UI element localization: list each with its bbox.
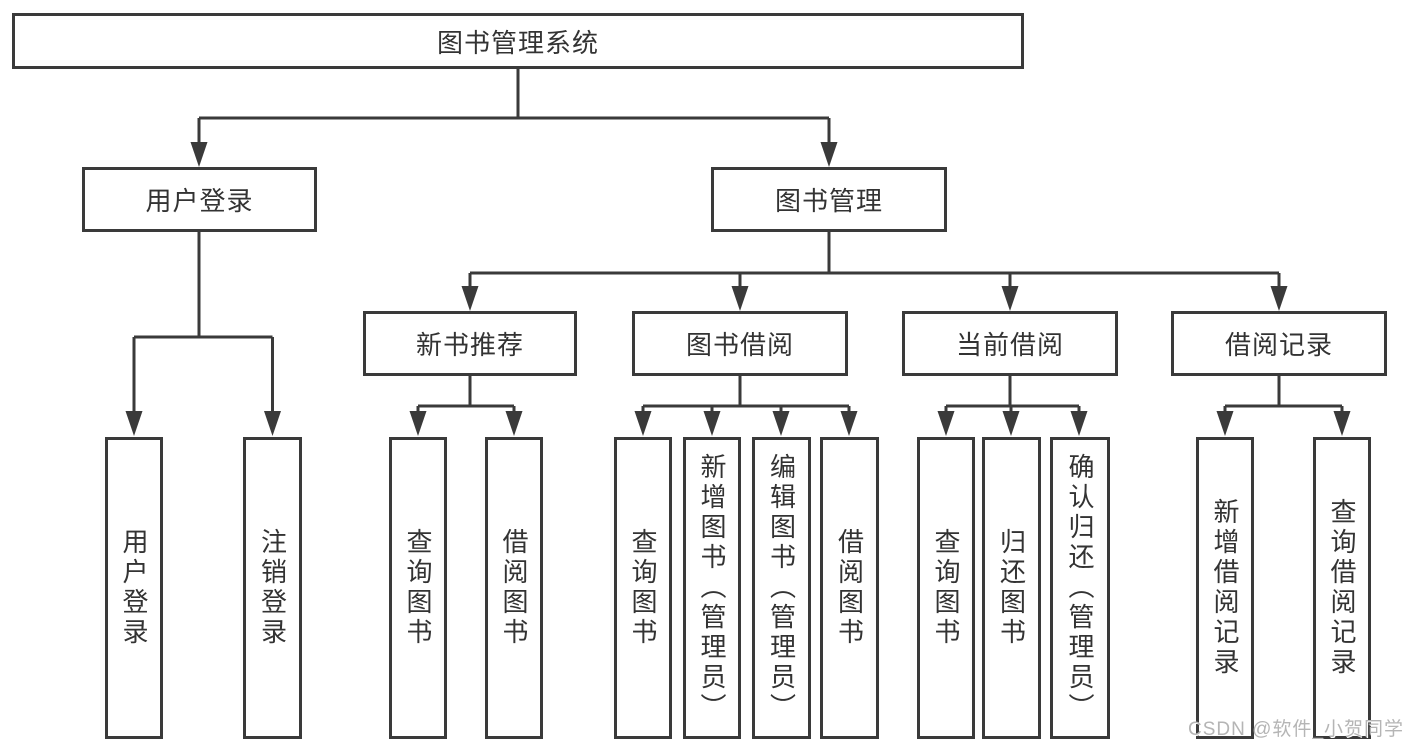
node-label: 借阅记录 <box>1224 330 1333 360</box>
leaf-query-books-current: 查询图书 <box>917 437 975 739</box>
node-current-borrowing: 当前借阅 <box>902 311 1118 376</box>
arrowheads <box>125 142 1351 436</box>
leaf-query-books-recommend: 查询图书 <box>389 437 447 739</box>
leaf-add-books-admin: 新增图书（管理员） <box>683 437 741 739</box>
node-user-login: 用户登录 <box>82 167 317 232</box>
node-book-borrowing: 图书借阅 <box>632 311 848 376</box>
node-label: 图书管理 <box>774 186 883 216</box>
leaf-return-books: 归还图书 <box>982 437 1041 739</box>
node-label: 图书借阅 <box>685 330 794 360</box>
leaf-borrow-books-recommend: 借阅图书 <box>485 437 543 739</box>
leaf-label: 查询图书 <box>403 528 433 648</box>
node-label: 用户登录 <box>145 186 254 216</box>
leaf-user-login: 用户登录 <box>105 437 163 739</box>
leaf-label: 查询借阅记录 <box>1327 498 1357 678</box>
leaf-label: 编辑图书（管理员） <box>766 453 797 723</box>
node-label: 当前借阅 <box>955 330 1064 360</box>
node-label: 新书推荐 <box>415 330 524 360</box>
leaf-logout: 注销登录 <box>243 437 302 739</box>
leaf-confirm-return-admin: 确认归还（管理员） <box>1050 437 1110 739</box>
node-borrowing-records: 借阅记录 <box>1171 311 1387 376</box>
leaf-label: 查询图书 <box>931 528 961 648</box>
csdn-watermark: CSDN @软件_小贺同学 <box>1188 719 1404 740</box>
leaf-label: 查询图书 <box>628 528 658 648</box>
leaf-label: 新增借阅记录 <box>1210 498 1240 678</box>
leaf-label: 确认归还（管理员） <box>1065 453 1095 723</box>
leaf-query-borrow-record: 查询借阅记录 <box>1313 437 1371 739</box>
leaf-label: 新增图书（管理员） <box>697 453 727 723</box>
leaf-add-borrow-record: 新增借阅记录 <box>1196 437 1254 739</box>
node-library-management-system: 图书管理系统 <box>12 13 1024 69</box>
node-book-management: 图书管理 <box>711 167 947 232</box>
leaf-label: 归还图书 <box>996 528 1027 648</box>
leaf-label: 借阅图书 <box>834 528 865 648</box>
node-label: 图书管理系统 <box>436 27 599 58</box>
node-new-book-recommendation: 新书推荐 <box>363 311 577 376</box>
leaf-query-books-borrow: 查询图书 <box>614 437 672 739</box>
leaf-label: 用户登录 <box>119 528 149 648</box>
leaf-label: 借阅图书 <box>499 528 529 648</box>
leaf-label: 注销登录 <box>257 528 288 648</box>
leaf-borrow-books: 借阅图书 <box>820 437 879 739</box>
leaf-edit-books-admin: 编辑图书（管理员） <box>752 437 811 739</box>
